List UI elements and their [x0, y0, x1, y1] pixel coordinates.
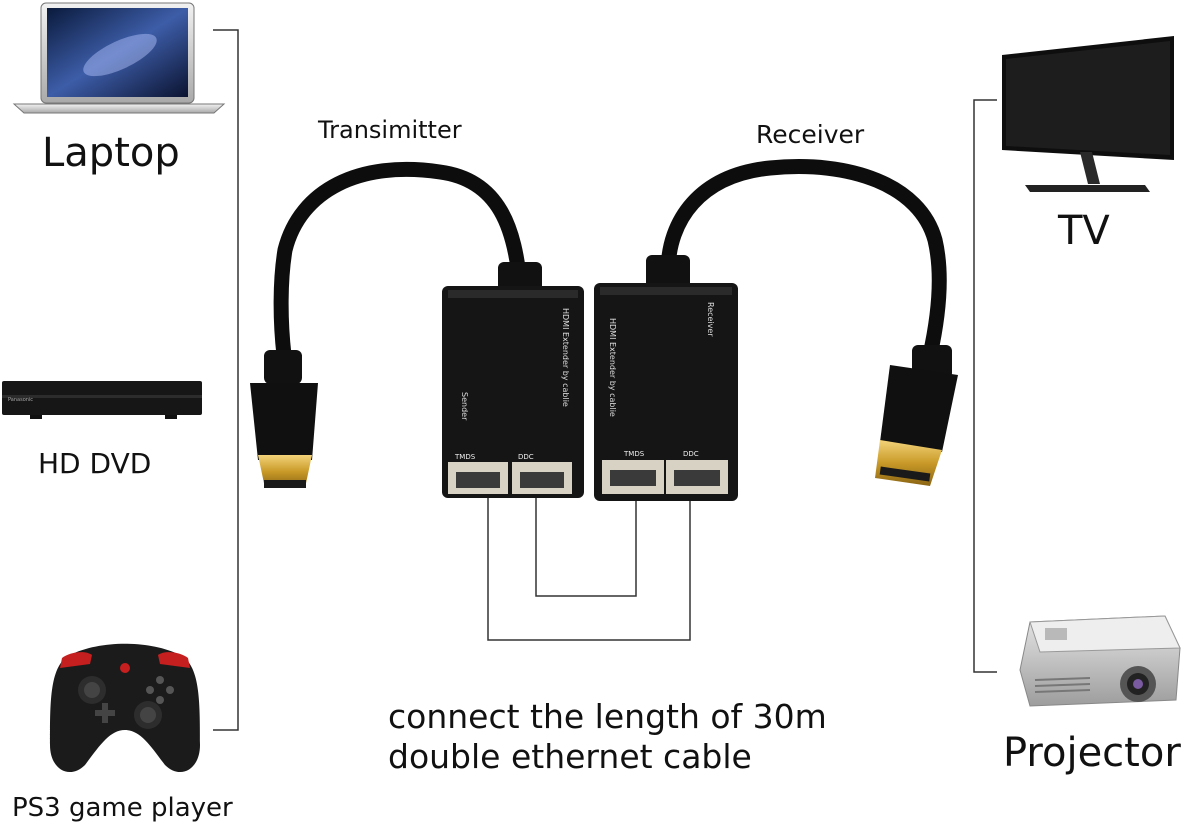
- transmitter-cable: [250, 161, 542, 488]
- tv-icon: [1002, 36, 1174, 192]
- receiver-ddc-label: DDC: [683, 450, 699, 458]
- transmitter-tmds-label: TMDS: [454, 453, 476, 461]
- transmitter-product-text: HDMI Extender by cablie: [561, 308, 570, 407]
- hd-dvd-label: HD DVD: [38, 447, 152, 480]
- gamepad-icon: [50, 643, 200, 773]
- cable-note-line-1: connect the length of 30m: [388, 697, 827, 736]
- projector-icon: [1019, 615, 1181, 707]
- transmitter-box: HDMI Extender by cablie Sender TMDS DDC: [442, 286, 584, 498]
- right-connector-bracket: [973, 99, 997, 673]
- ethernet-line-inner: [535, 498, 637, 597]
- receiver-box: HDMI Extender by cablie Receiver TMDS DD…: [594, 283, 738, 501]
- receiver-cable: [646, 159, 958, 486]
- laptop-label: Laptop: [42, 130, 180, 176]
- transmitter-label: Transimitter: [318, 116, 462, 144]
- receiver-tmds-label: TMDS: [623, 450, 645, 458]
- dvd-player-icon: Panasonic: [2, 381, 202, 419]
- receiver-product-text: HDMI Extender by cablie: [608, 318, 617, 417]
- cable-note-line-2: double ethernet cable: [388, 737, 752, 776]
- cable-note: connect the length of 30m double etherne…: [388, 697, 827, 777]
- laptop-icon: [12, 2, 226, 114]
- svg-text:Panasonic: Panasonic: [8, 397, 33, 403]
- left-connector-bracket: [213, 29, 239, 731]
- ethernet-line-outer: [487, 498, 691, 641]
- receiver-label: Receiver: [756, 120, 865, 149]
- tv-label: TV: [1058, 208, 1110, 254]
- receiver-box-text: Receiver: [706, 302, 715, 337]
- projector-label: Projector: [1003, 730, 1181, 776]
- sender-text: Sender: [460, 392, 469, 421]
- ps3-label: PS3 game player: [12, 793, 233, 823]
- transmitter-ddc-label: DDC: [518, 453, 534, 461]
